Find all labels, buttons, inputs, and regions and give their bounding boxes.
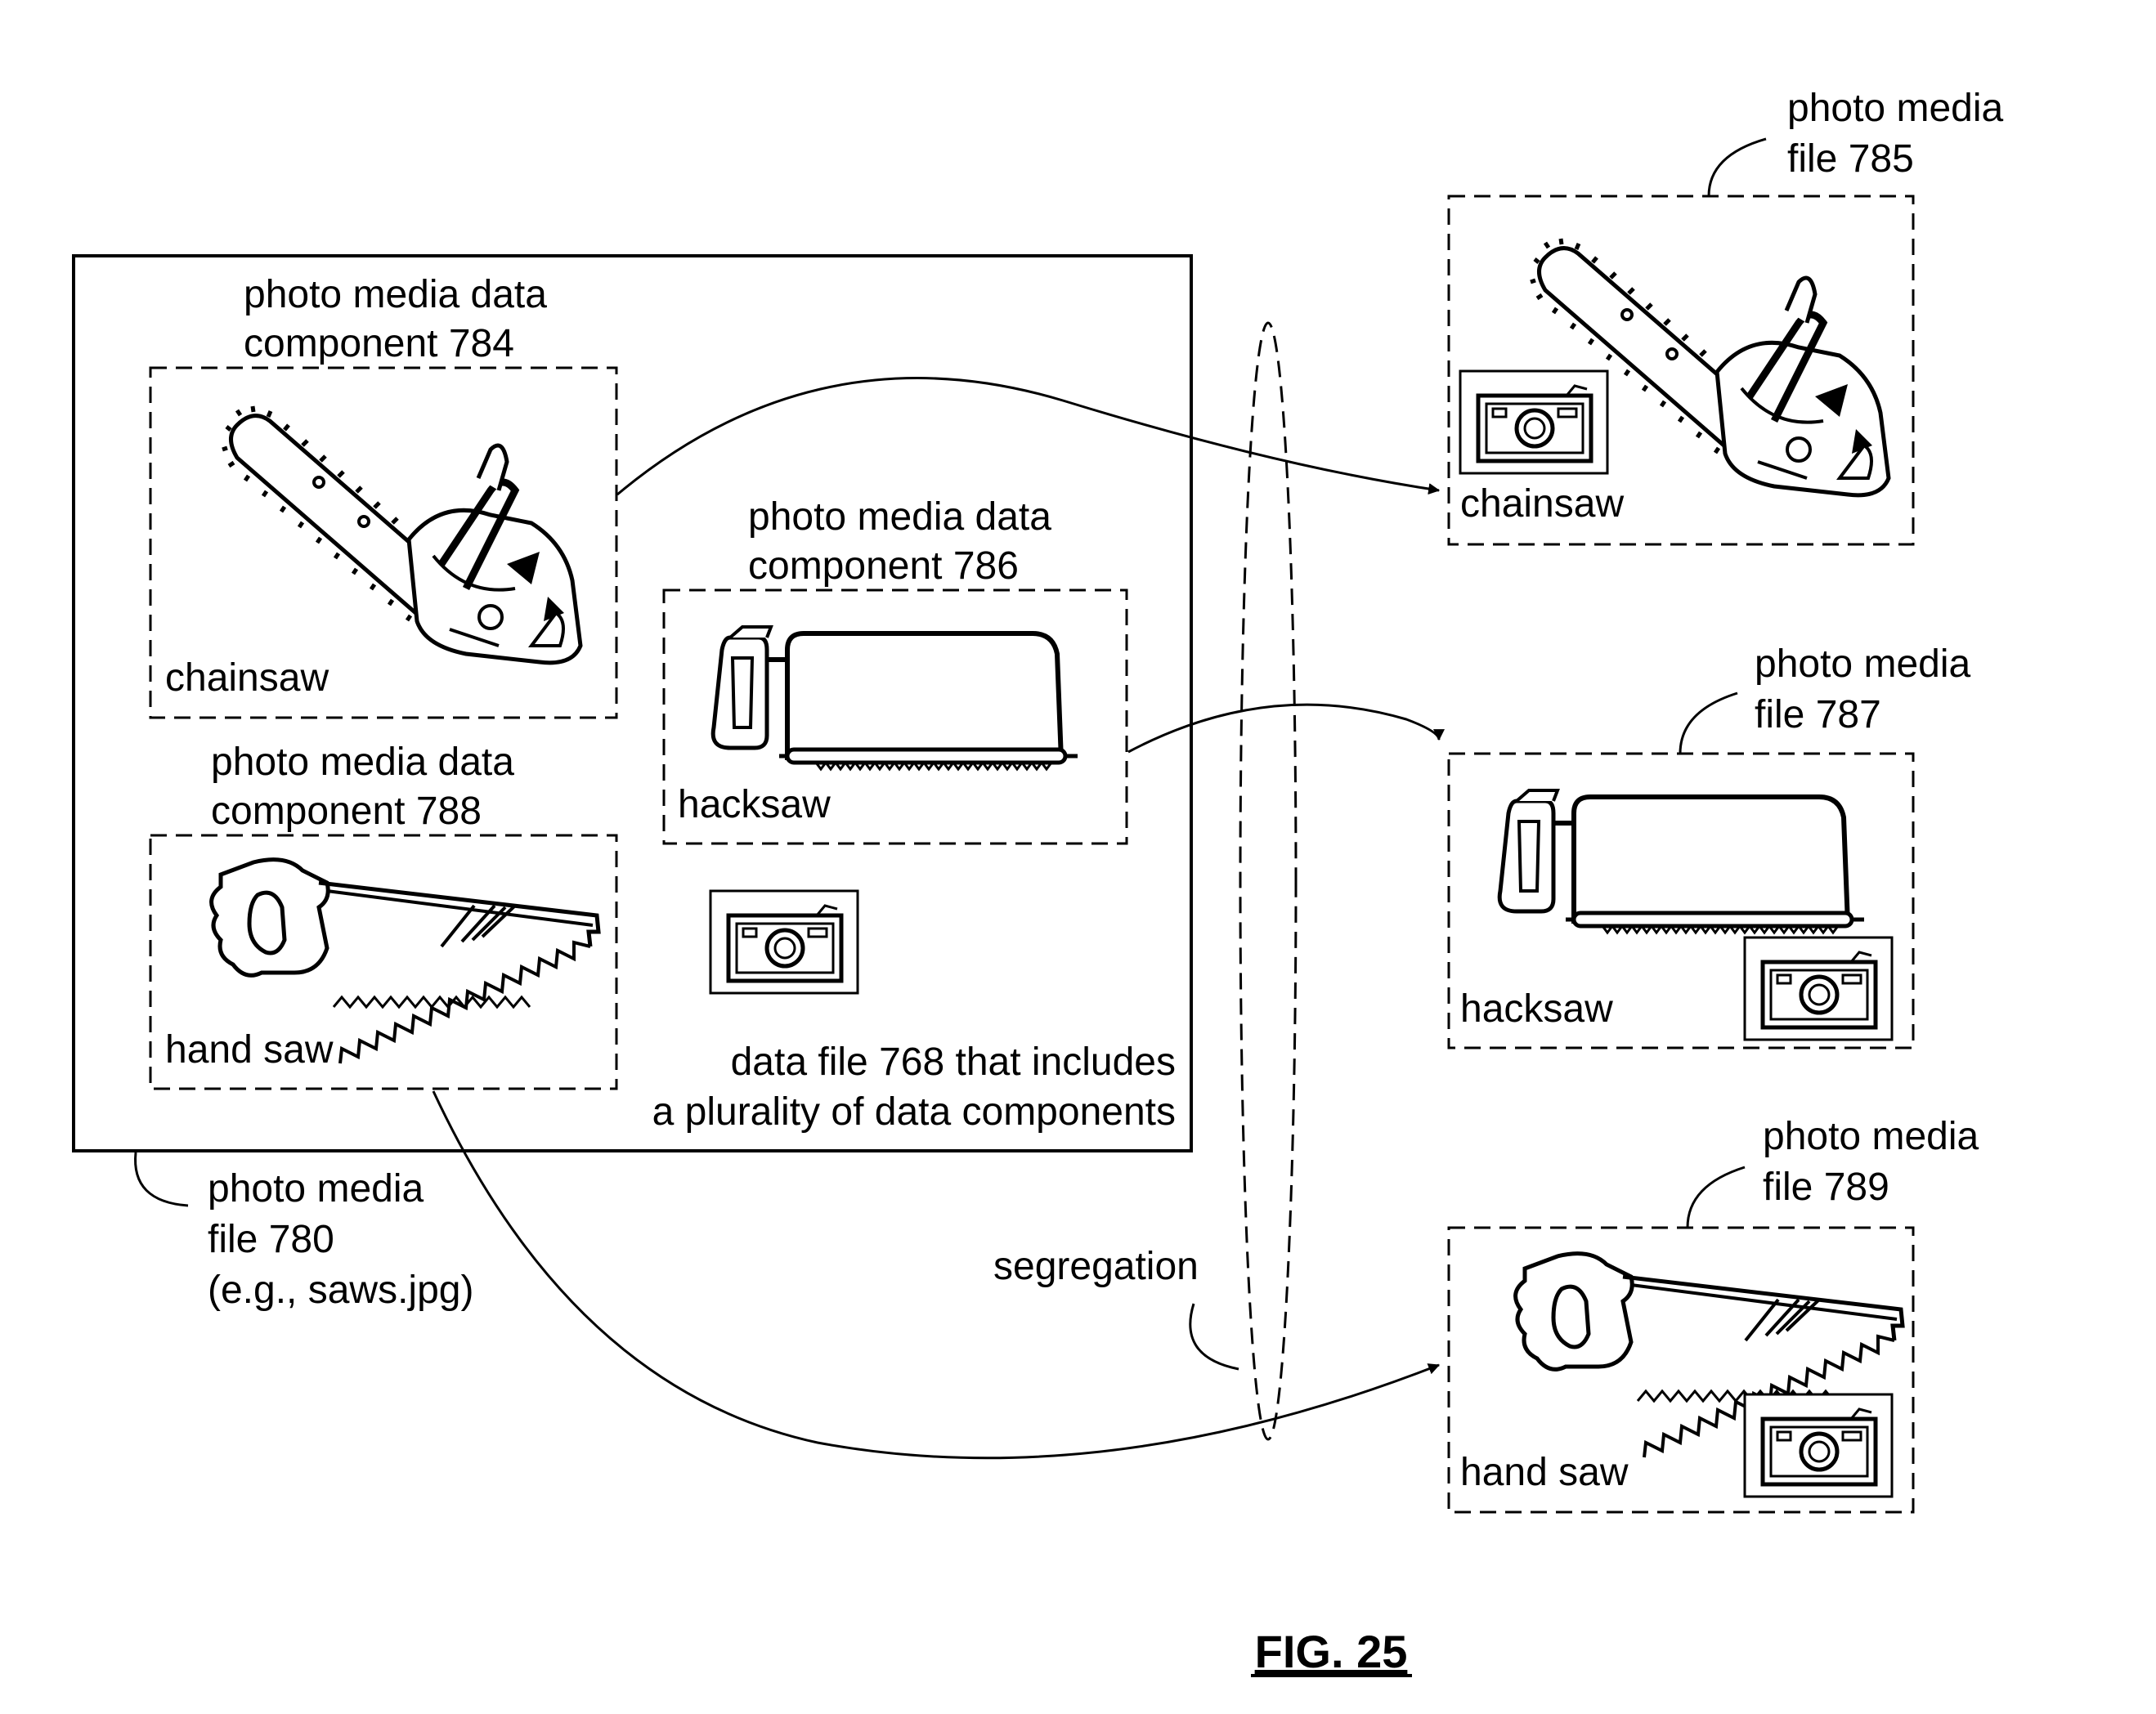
file-780-leader-line [136, 1152, 188, 1206]
file-789-title-line2: file 789 [1763, 1166, 1889, 1209]
component-788-title-line2: component 788 [211, 790, 482, 833]
component-788-title-line1: photo media data [211, 741, 514, 784]
file-789-caption: hand saw [1460, 1451, 1629, 1494]
chainsaw-icon [222, 406, 580, 663]
component-784: photo media data component 784 chainsaw [150, 273, 616, 718]
component-784-caption: chainsaw [165, 656, 329, 700]
camera-icon [1745, 1394, 1892, 1497]
arrow-chainsaw-to-785 [617, 378, 1439, 495]
component-784-title-line2: component 784 [244, 322, 514, 365]
file-780-label-line2: file 780 [208, 1218, 334, 1261]
hacksaw-icon [1499, 790, 1864, 933]
camera-icon [710, 891, 858, 993]
output-file-787: photo media file 787 hacksaw [1449, 642, 1970, 1048]
file-789-leader-line [1688, 1167, 1745, 1228]
data-file-768-label-line2: a plurality of data components [652, 1090, 1176, 1134]
camera-icon [1460, 371, 1607, 473]
component-786-caption: hacksaw [678, 783, 831, 826]
hacksaw-icon [713, 627, 1078, 769]
segregation-ellipse [1240, 323, 1296, 1439]
file-780-label-line1: photo media [208, 1167, 424, 1211]
segregation-label: segregation [993, 1245, 1199, 1288]
camera-icon [1745, 938, 1892, 1040]
file-787-title-line1: photo media [1755, 642, 1970, 686]
file-780-label-line3: (e.g., saws.jpg) [208, 1269, 473, 1312]
arrow-hacksaw-to-787 [1128, 705, 1439, 752]
file-789-title-line1: photo media [1763, 1115, 1979, 1158]
data-file-768-label-line1: data file 768 that includes [731, 1040, 1176, 1084]
file-785-title-line2: file 785 [1787, 137, 1914, 181]
file-785-leader-line [1709, 139, 1766, 196]
component-786-title-line2: component 786 [748, 544, 1019, 588]
file-787-leader-line [1680, 693, 1737, 754]
file-787-title-line2: file 787 [1755, 693, 1881, 736]
file-785-title-line1: photo media [1787, 87, 2003, 130]
output-file-789: photo media file 789 hand saw [1449, 1115, 1979, 1512]
file-787-caption: hacksaw [1460, 987, 1613, 1031]
component-784-title-line1: photo media data [244, 273, 547, 316]
segregation-leader-line [1190, 1304, 1239, 1369]
component-788: photo media data component 788 hand saw [150, 741, 616, 1089]
component-786-title-line1: photo media data [748, 495, 1051, 539]
component-786: photo media data component 786 hacksaw [664, 495, 1127, 844]
output-file-785: photo media file 785 chainsaw [1449, 87, 2003, 544]
figure-label: FIG. 25 [1255, 1626, 1408, 1677]
file-785-caption: chainsaw [1460, 482, 1624, 526]
component-788-caption: hand saw [165, 1028, 334, 1072]
